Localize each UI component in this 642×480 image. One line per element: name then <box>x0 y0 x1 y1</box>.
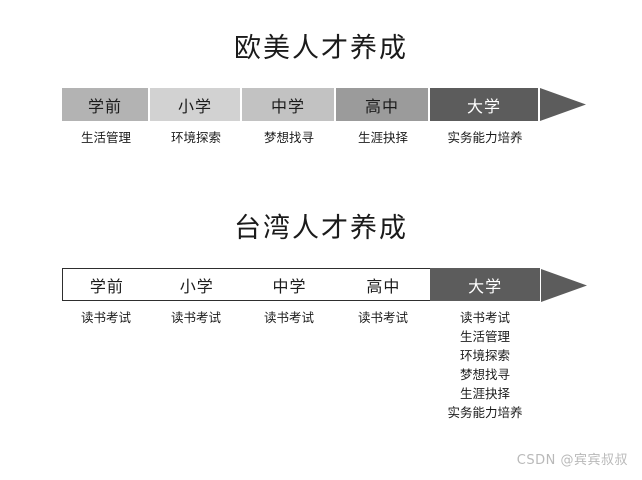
stage-label: 高中 <box>364 96 399 116</box>
education-flow-taiwan: 学前 小学 中学 高中 大学 读书考试 <box>62 268 587 422</box>
stage-segment-middle[interactable]: 中学 <box>243 269 337 300</box>
stage-label: 学前 <box>89 276 124 296</box>
stage-label: 小学 <box>177 96 212 116</box>
stage-segment-university[interactable]: 大学 <box>430 88 540 121</box>
stage-segment-primary[interactable]: 小学 <box>151 269 243 300</box>
description-item: 环境探索 <box>170 130 221 145</box>
description-item: 生活管理 <box>459 329 510 344</box>
stage-label: 小学 <box>179 276 214 296</box>
stage-description-high: 生涯抉择 <box>336 128 430 147</box>
stage-label: 学前 <box>87 96 122 116</box>
education-flow-ouemei: 学前 小学 中学 高中 大学 生活管理 <box>62 88 586 147</box>
watermark: CSDN @宾宾叔叔 <box>516 453 628 468</box>
stage-segment-high[interactable]: 高中 <box>336 88 430 121</box>
stage-label: 大学 <box>468 276 503 296</box>
arrow-head-icon <box>540 88 586 121</box>
stage-description-middle: 梦想找寻 <box>242 128 336 147</box>
description-item: 读书考试 <box>357 310 408 325</box>
description-item: 实务能力培养 <box>447 405 523 420</box>
arrow-head-icon <box>541 269 587 302</box>
stage-segment-university[interactable]: 大学 <box>430 268 540 301</box>
stage-description-university: 读书考试 生活管理 环境探索 梦想找寻 生涯抉择 实务能力培养 <box>430 308 540 422</box>
description-item: 读书考试 <box>170 310 221 325</box>
stage-description-high: 读书考试 <box>336 308 430 422</box>
stage-description-primary: 读书考试 <box>150 308 242 422</box>
stage-description-row: 读书考试 读书考试 读书考试 读书考试 读书考试 生活管理 环境探索 梦想找寻 … <box>62 308 540 422</box>
description-item: 梦想找寻 <box>263 130 314 145</box>
stage-description-middle: 读书考试 <box>242 308 336 422</box>
stage-label: 中学 <box>270 96 305 116</box>
stage-segment-high[interactable]: 高中 <box>336 269 430 300</box>
stage-description-preschool: 读书考试 <box>62 308 150 422</box>
stage-label: 高中 <box>366 276 401 296</box>
description-item: 环境探索 <box>459 348 510 363</box>
stage-segment-preschool[interactable]: 学前 <box>63 269 151 300</box>
description-item: 实务能力培养 <box>447 130 523 145</box>
description-item: 读书考试 <box>80 310 131 325</box>
stage-description-primary: 环境探索 <box>150 128 242 147</box>
chart-title-taiwan: 台湾人才养成 <box>234 213 408 244</box>
description-item: 生涯抉择 <box>357 130 408 145</box>
description-item: 生活管理 <box>80 130 131 145</box>
description-item: 读书考试 <box>263 310 314 325</box>
stage-description-preschool: 生活管理 <box>62 128 150 147</box>
arrow-bar: 学前 小学 中学 高中 大学 <box>62 268 587 302</box>
stage-segment-middle[interactable]: 中学 <box>242 88 336 121</box>
stage-description-university: 实务能力培养 <box>430 128 540 147</box>
stage-description-row: 生活管理 环境探索 梦想找寻 生涯抉择 实务能力培养 <box>62 128 540 147</box>
stage-label: 中学 <box>272 276 307 296</box>
stage-segment-primary[interactable]: 小学 <box>150 88 242 121</box>
description-item: 梦想找寻 <box>459 367 510 382</box>
stage-label: 大学 <box>466 96 501 116</box>
description-item: 读书考试 <box>459 310 510 325</box>
stage-segment-preschool[interactable]: 学前 <box>62 88 150 121</box>
description-item: 生涯抉择 <box>459 386 510 401</box>
chart-title-ouemei: 欧美人才养成 <box>234 33 408 64</box>
arrow-bar: 学前 小学 中学 高中 大学 <box>62 88 586 121</box>
